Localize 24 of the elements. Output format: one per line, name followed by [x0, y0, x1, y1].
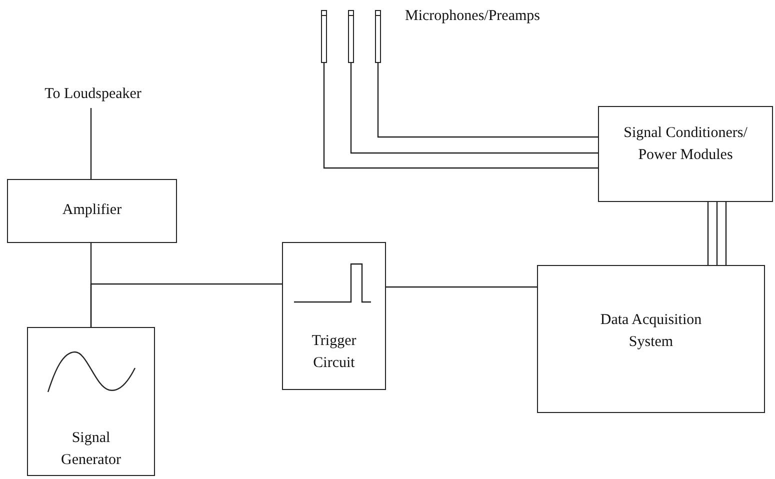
connector-line — [90, 283, 282, 327]
node-label: To Loudspeaker — [28, 86, 158, 108]
part-label: Microphones/Preamps — [405, 8, 540, 25]
microphone-drawing — [375, 10, 381, 63]
block-box — [537, 265, 765, 413]
connector-line — [725, 202, 727, 265]
block-label: Signal Generator — [60, 429, 122, 470]
block-label: Data Acquisition System — [599, 311, 703, 352]
connector-line — [350, 63, 598, 154]
block-box — [598, 106, 773, 202]
block-box — [27, 327, 155, 476]
connector-line — [377, 63, 598, 138]
connector-line — [323, 63, 598, 169]
block-label: Trigger Circuit — [310, 332, 358, 373]
block-box — [7, 179, 177, 243]
connector-line — [707, 202, 709, 265]
block-label: Signal Conditioners/ Power Modules — [622, 124, 748, 165]
connector-line — [716, 202, 718, 265]
connector-line — [386, 286, 537, 288]
microphone-drawing — [348, 10, 354, 63]
connector-line — [90, 108, 92, 179]
block-box — [282, 242, 386, 390]
block-label: Amplifier — [61, 201, 123, 220]
microphone-drawing — [321, 10, 327, 63]
